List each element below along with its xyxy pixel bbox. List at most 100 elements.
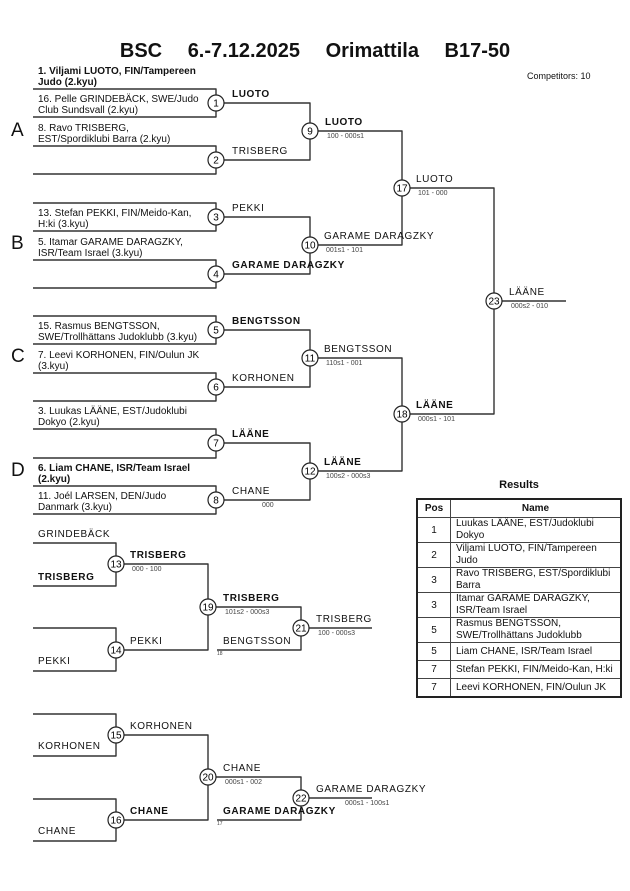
match-winner: BENGTSSON <box>232 316 301 327</box>
match-score: 100 - 000s1 <box>327 133 364 140</box>
match-14-node: 14 <box>107 641 125 659</box>
match-number: 12 <box>304 467 316 478</box>
match-score: 000s1 - 101 <box>418 416 455 423</box>
competitor-entry: 11. Joél LARSEN, DEN/Judo Danmark (3.kyu… <box>38 491 167 513</box>
competitor-entry: 1. Viljami LUOTO, FIN/Tampereen Judo (2.… <box>38 66 196 88</box>
result-name: Leevi KORHONEN, FIN/Oulun JK <box>450 678 622 698</box>
result-pos: 2 <box>416 542 451 568</box>
repechage-entrant: KORHONEN <box>38 741 101 752</box>
result-pos: 3 <box>416 567 451 593</box>
competitor-entry: 3. Luukas LÄÄNE, EST/Judoklubi Dokyo (2.… <box>38 406 187 428</box>
match-score: 000 - 100 <box>132 566 162 573</box>
match-number: 18 <box>396 410 408 421</box>
match-11-node: 11 <box>301 349 319 367</box>
match-18-node: 18 <box>393 405 411 423</box>
match-number: 2 <box>213 156 219 167</box>
match-9-node: 9 <box>301 122 319 140</box>
match-15-node: 15 <box>107 726 125 744</box>
match-2-node: 2 <box>207 151 225 169</box>
match-winner: LÄÄNE <box>232 429 270 440</box>
match-winner: LÄÄNE <box>324 457 362 468</box>
competitor-entry: 5. Itamar GARAME DARAGZKY, ISR/Team Isra… <box>38 237 183 259</box>
bracket-line <box>33 372 217 402</box>
match-number: 20 <box>202 773 214 784</box>
match-score: 000s1 - 002 <box>225 779 262 786</box>
match-number: 21 <box>295 624 307 635</box>
competitor-entry: 6. Liam CHANE, ISR/Team Israel (2.kyu) <box>38 463 191 485</box>
source-match-number: 17 <box>217 821 223 827</box>
pool-letter: A <box>11 120 24 141</box>
competitor-entry: 7. Leevi KORHONEN, FIN/Oulun JK (3.kyu) <box>38 350 200 372</box>
result-pos: 7 <box>416 660 451 679</box>
competitor-entry: 13. Stefan PEKKI, FIN/Meido-Kan, H:ki (3… <box>38 208 192 230</box>
bracket-line <box>33 259 217 289</box>
result-pos: 5 <box>416 642 451 661</box>
repechage-crossover: GARAME DARAGZKY <box>223 806 336 817</box>
match-number: 5 <box>213 326 219 337</box>
page-title: BSC 6.-7.12.2025 Orimattila B17-50 <box>0 40 630 63</box>
match-winner: PEKKI <box>232 203 265 214</box>
match-score: 101 - 000 <box>418 190 448 197</box>
match-number: 3 <box>213 213 219 224</box>
match-number: 17 <box>396 184 408 195</box>
repechage-crossover: BENGTSSON <box>223 636 292 647</box>
match-1-node: 1 <box>207 94 225 112</box>
match-20-node: 20 <box>199 768 217 786</box>
match-12-node: 12 <box>301 462 319 480</box>
pool-letter: C <box>11 346 25 367</box>
match-winner: GARAME DARAGZKY <box>316 784 427 795</box>
match-13-node: 13 <box>107 555 125 573</box>
match-winner: LUOTO <box>232 89 270 100</box>
match-number: 9 <box>307 127 313 138</box>
match-winner: LÄÄNE <box>509 287 545 298</box>
result-name: Rasmus BENGTSSON, SWE/Trollhättans Judok… <box>450 617 622 643</box>
match-winner: GARAME DARAGZKY <box>324 231 435 242</box>
match-number: 23 <box>488 297 500 308</box>
competitor-entry: 8. Ravo TRISBERG, EST/Spordiklubi Barra … <box>38 123 171 145</box>
match-number: 11 <box>305 354 316 365</box>
match-score: 110s1 - 001 <box>326 360 363 367</box>
match-number: 22 <box>295 794 307 805</box>
results-header-row: Pos Name <box>416 498 622 518</box>
match-winner: CHANE <box>130 806 169 817</box>
match-winner: TRISBERG <box>232 146 288 157</box>
result-pos: 1 <box>416 517 451 543</box>
event-place: Orimattila <box>325 40 419 62</box>
bracket-line <box>310 357 403 472</box>
competitors-count: Competitors: 10 <box>527 71 591 81</box>
match-23-node: 23 <box>485 292 503 310</box>
match-winner: GARAME DARAGZKY <box>232 260 345 271</box>
competitor-entry: 16. Pelle GRINDEBÄCK, SWE/Judo Club Sund… <box>38 94 199 116</box>
match-10-node: 10 <box>301 236 319 254</box>
result-name: Viljami LUOTO, FIN/Tampereen Judo <box>450 542 622 568</box>
competitor-entry: 15. Rasmus BENGTSSON, SWE/Trollhättans J… <box>38 321 198 343</box>
match-winner: LUOTO <box>325 117 363 128</box>
match-16-node: 16 <box>107 811 125 829</box>
match-winner: LÄÄNE <box>416 400 454 411</box>
match-number: 10 <box>304 241 316 252</box>
header-pos: Pos <box>416 498 451 518</box>
match-number: 14 <box>110 646 122 657</box>
match-17-node: 17 <box>393 179 411 197</box>
repechage-entrant: PEKKI <box>38 656 71 667</box>
match-number: 8 <box>213 496 219 507</box>
result-pos: 3 <box>416 592 451 618</box>
result-name: Stefan PEKKI, FIN/Meido-Kan, H:ki <box>450 660 622 679</box>
match-6-node: 6 <box>207 378 225 396</box>
match-4-node: 4 <box>207 265 225 283</box>
repechage-entrant: GRINDEBÄCK <box>38 529 111 540</box>
match-winner: KORHONEN <box>130 721 193 732</box>
match-22-node: 22 <box>292 789 310 807</box>
match-number: 7 <box>213 439 219 450</box>
match-3-node: 3 <box>207 208 225 226</box>
match-number: 6 <box>213 383 219 394</box>
header-name: Name <box>450 498 622 518</box>
match-number: 16 <box>110 816 122 827</box>
event-name: BSC <box>119 40 163 62</box>
